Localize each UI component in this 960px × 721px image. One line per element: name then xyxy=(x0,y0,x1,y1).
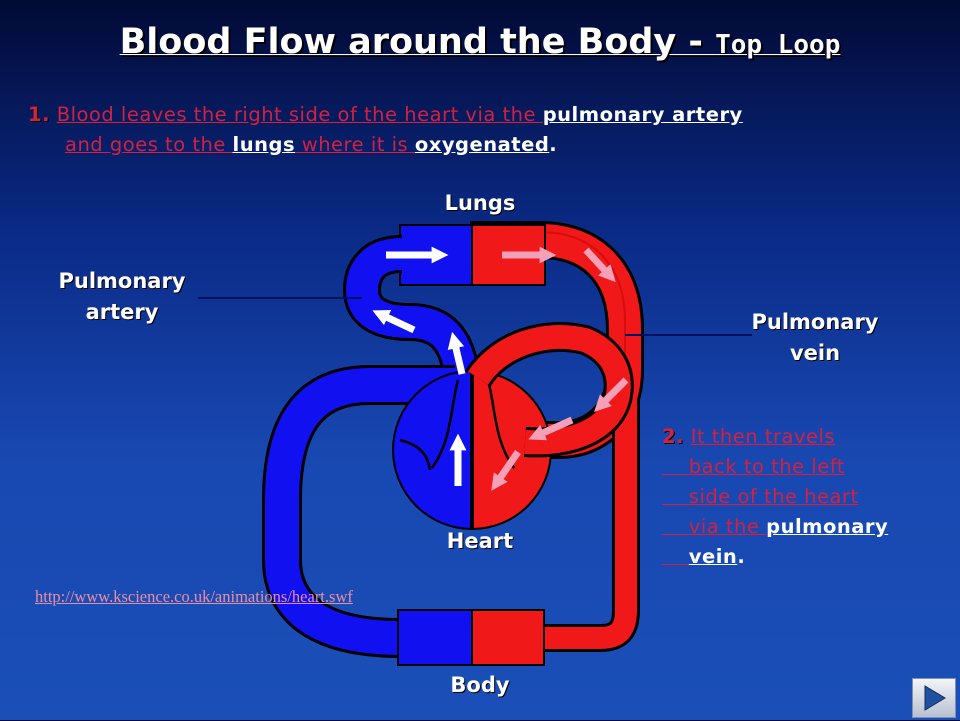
step-2-line-3: side of the heart xyxy=(688,485,859,508)
flow-arrow-artery-2 xyxy=(447,331,466,375)
step-1-text: 1. Blood leaves the right side of the he… xyxy=(28,100,908,160)
play-triangle-icon xyxy=(924,685,946,711)
step-1-period: . xyxy=(549,133,558,156)
step-1-text-b: and goes to the xyxy=(65,133,233,156)
title-main: Blood Flow around the Body - xyxy=(119,22,716,62)
step-1-number: 1. xyxy=(28,103,50,126)
term-vein: vein xyxy=(688,545,738,568)
step-2-number: 2. xyxy=(662,425,684,448)
label-heart: Heart xyxy=(446,529,514,553)
title-sub: Top Loop xyxy=(715,30,841,60)
step-2-line-2: back to the left xyxy=(688,455,845,478)
step-1-text-c: where it is xyxy=(295,133,415,156)
step-2-text: 2. It then travels back to the left side… xyxy=(662,422,942,572)
heart-shape xyxy=(392,370,552,530)
term-lungs: lungs xyxy=(232,133,296,156)
flow-arrow-vein-2 xyxy=(594,377,629,412)
animation-link[interactable]: http://www.kscience.co.uk/animations/hea… xyxy=(35,587,353,606)
step-2-period: . xyxy=(737,545,746,568)
term-pulmonary: pulmonary xyxy=(766,515,889,538)
flow-arrow-into-left-heart xyxy=(491,450,521,491)
flow-arrow-artery-1 xyxy=(372,309,416,334)
page-title: Blood Flow around the Body - Top Loop xyxy=(0,22,960,62)
step-1-text-a: Blood leaves the right side of the heart… xyxy=(56,103,543,126)
pulmonary-vein-ring xyxy=(465,322,634,458)
body-loop-vessel xyxy=(262,365,640,666)
label-body: Body xyxy=(450,673,510,697)
label-pulmonary-artery: Pulmonary artery xyxy=(58,269,186,324)
term-pulmonary-artery: pulmonary artery xyxy=(542,103,743,126)
step-2-line-1: It then travels xyxy=(690,425,836,448)
term-oxygenated: oxygenated xyxy=(414,133,550,156)
step-2-line-4: via the xyxy=(688,515,767,538)
next-slide-button[interactable] xyxy=(912,678,956,718)
flow-arrow-vein-3 xyxy=(528,416,574,441)
label-pulmonary-vein: Pulmonary vein xyxy=(751,310,879,365)
flow-arrow-vein-1 xyxy=(583,247,616,283)
label-lungs: Lungs xyxy=(444,191,516,215)
